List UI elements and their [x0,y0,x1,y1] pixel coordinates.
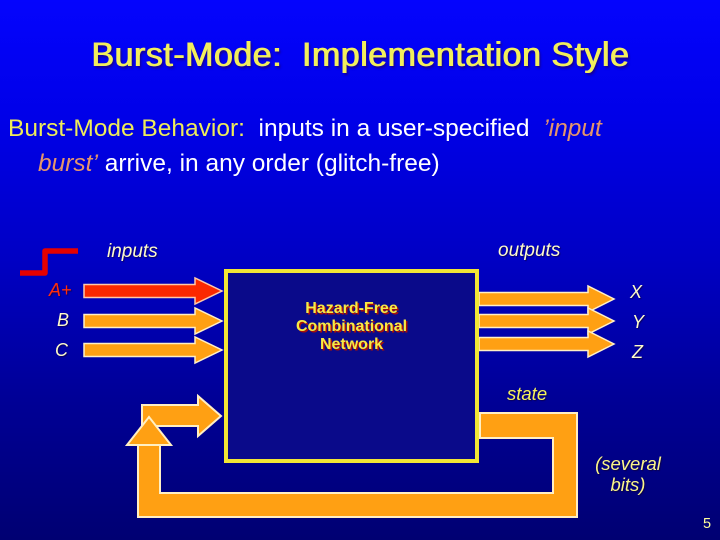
output-signal-z-label: Z [632,342,643,362]
combinational-network-box: Hazard-Free Combinational Network [224,269,479,463]
output-arrow-z [478,329,616,359]
input-arrow-a [83,276,224,306]
network-box-line: Combinational [295,318,408,335]
feedback-arrowhead-up [124,415,174,446]
input-signal-c-label: C [55,340,68,360]
state-label: state [507,383,548,404]
body-line-1: Burst-Mode Behavior: inputs in a user-sp… [8,111,714,146]
input-arrow-b [83,306,224,336]
network-box-line: Network [319,336,384,353]
slide-body: Burst-Mode Behavior: inputs in a user-sp… [8,111,714,181]
feedback-note: (several bits) [578,453,678,495]
body-line-2: burst’ arrive, in any order (glitch-free… [8,146,714,181]
feedback-note-line: bits) [610,474,646,495]
input-arrow-c [83,335,224,365]
input-signal-a-label: A+ [49,280,72,300]
output-arrow-x [478,284,616,314]
body-line1-emphasis: ’input [543,115,602,142]
input-signal-b-label: B [57,310,70,330]
page-number: 5 [702,516,712,532]
body-line2-emphasis: burst’ [38,150,98,177]
body-line2-text: arrive, in any order (glitch-free) [97,150,440,177]
feedback-arrow-right [141,393,223,439]
output-signal-y-label: Y [632,312,645,332]
feedback-note-line: (several [595,453,661,474]
inputs-label: inputs [107,241,158,262]
output-signal-x-label: X [630,282,643,302]
body-line1-text: inputs in a user-specified [244,115,544,142]
outputs-label: outputs [498,240,561,261]
network-box-line: Hazard-Free [305,300,398,317]
rising-edge-icon [20,248,78,276]
slide-title: Burst-Mode: Implementation Style [90,36,630,74]
output-arrow-y [478,306,616,336]
behavior-label: Burst-Mode Behavior: [8,115,245,142]
